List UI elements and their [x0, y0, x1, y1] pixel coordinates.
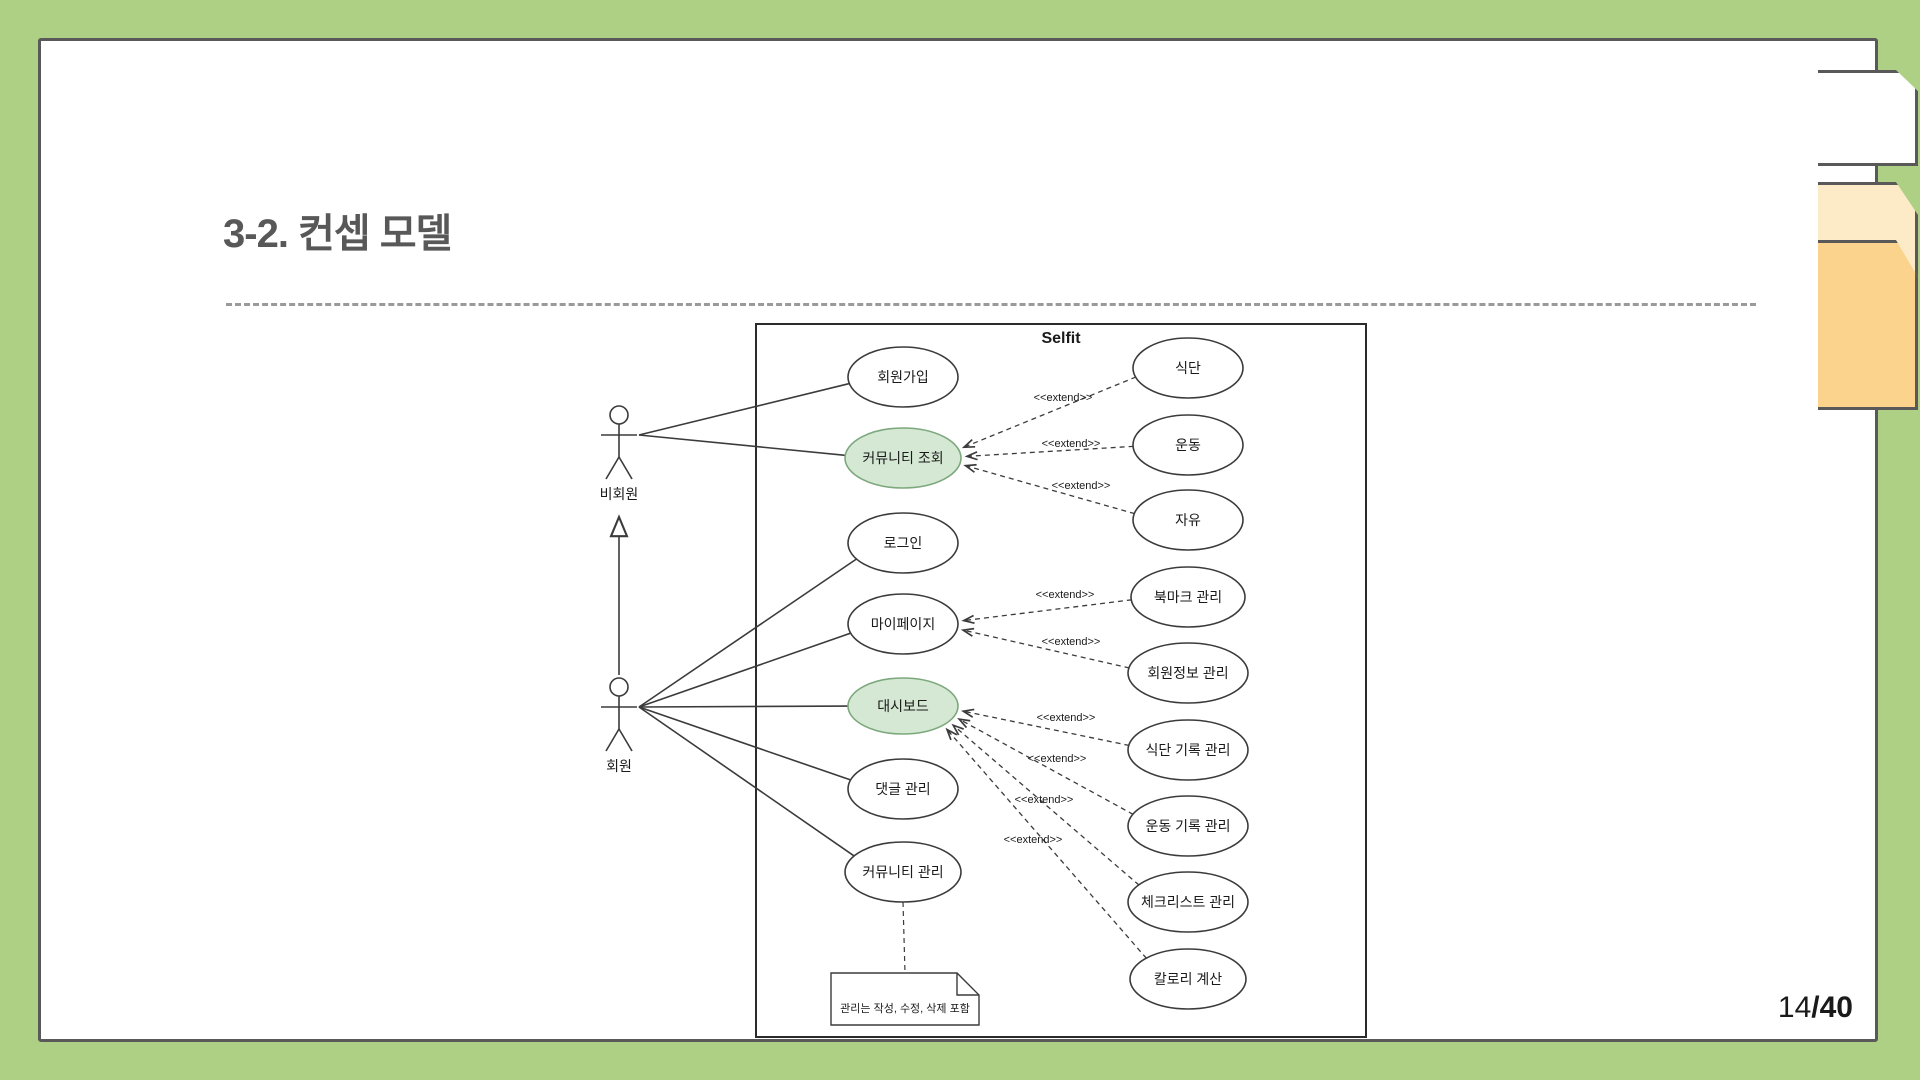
page-total: /40	[1811, 991, 1853, 1024]
use-case-exercise[interactable]: 운동	[1132, 414, 1244, 476]
extend-label: <<extend>>	[1052, 480, 1111, 492]
extend-checklist_mgmt-dashboard	[951, 723, 1140, 886]
extend-label: <<extend>>	[1028, 753, 1087, 765]
extend-exlog_mgmt-dashboard	[957, 718, 1134, 816]
use-case-label: 운동 기록 관리	[1145, 818, 1230, 834]
extend-label: <<extend>>	[1004, 834, 1063, 846]
use-case-checklist_mgmt[interactable]: 체크리스트 관리	[1127, 871, 1249, 933]
use-case-label: 대시보드	[877, 698, 929, 714]
use-case-community_mgmt[interactable]: 커뮤니티 관리	[844, 841, 962, 903]
folder-tab-white[interactable]	[1818, 70, 1918, 166]
association-member-comment_mgmt	[638, 706, 852, 782]
use-case-label: 자유	[1175, 512, 1201, 528]
use-case-label: 칼로리 계산	[1154, 971, 1222, 987]
extend-dietlog_mgmt-dashboard	[960, 708, 1130, 747]
use-case-login[interactable]: 로그인	[847, 512, 959, 574]
extend-label: <<extend>>	[1042, 438, 1101, 450]
use-case-label: 식단	[1175, 360, 1201, 376]
association-member-dashboard	[638, 705, 850, 708]
association-nonmember-signup	[638, 382, 851, 436]
use-case-label: 커뮤니티 조회	[862, 450, 943, 466]
extend-label: <<extend>>	[1034, 392, 1093, 404]
use-case-label: 운동	[1175, 437, 1201, 453]
use-case-label: 식단 기록 관리	[1145, 742, 1230, 758]
use-case-label: 마이페이지	[871, 616, 935, 632]
use-case-label: 커뮤니티 관리	[862, 864, 943, 880]
association-lines	[638, 382, 858, 858]
extend-calorie-dashboard	[945, 727, 1148, 959]
title-divider	[226, 303, 1756, 306]
use-case-comment_mgmt[interactable]: 댓글 관리	[847, 758, 959, 820]
extend-exercise-community_view	[964, 445, 1134, 461]
extend-free-community_view	[963, 463, 1135, 515]
note-fold	[956, 973, 979, 996]
note-connector	[902, 901, 906, 974]
page-current: 14	[1777, 991, 1812, 1024]
use-case-dashboard[interactable]: 대시보드	[847, 677, 959, 735]
use-case-label: 회원정보 관리	[1147, 665, 1228, 681]
association-nonmember-community_view	[638, 434, 847, 457]
note-node: 관리는 작성, 수정, 삭제 포함	[830, 901, 980, 1026]
use-case-exlog_mgmt[interactable]: 운동 기록 관리	[1127, 795, 1249, 857]
use-case-free[interactable]: 자유	[1132, 489, 1244, 551]
use-case-memberinfo[interactable]: 회원정보 관리	[1127, 642, 1249, 704]
use-case-community_view[interactable]: 커뮤니티 조회	[844, 427, 962, 489]
page-title: 3-2. 컨셉 모델	[223, 212, 452, 256]
association-member-mypage	[638, 632, 852, 708]
extend-diet-community_view	[961, 376, 1137, 449]
note-text: 관리는 작성, 수정, 삭제 포함	[840, 1002, 970, 1015]
extend-label: <<extend>>	[1042, 636, 1101, 648]
association-member-community_mgmt	[638, 706, 856, 858]
use-case-label: 로그인	[884, 535, 923, 551]
extend-label: <<extend>>	[1015, 794, 1074, 806]
extend-lines	[945, 376, 1148, 959]
use-case-label: 회원가입	[877, 369, 929, 385]
extend-bookmark_mgmt-mypage	[961, 599, 1132, 625]
extend-label: <<extend>>	[1037, 712, 1096, 724]
use-case-dietlog_mgmt[interactable]: 식단 기록 관리	[1127, 719, 1249, 781]
actor-nonmember[interactable]: 비회원	[600, 405, 639, 502]
actor-member[interactable]: 회원	[601, 677, 637, 774]
use-case-mypage[interactable]: 마이페이지	[847, 593, 959, 655]
use-case-bookmark_mgmt[interactable]: 북마크 관리	[1130, 566, 1246, 628]
svg-text:Selfit: Selfit	[1041, 330, 1081, 347]
system-boundary: Selfit	[755, 323, 1367, 1038]
use-case-calorie[interactable]: 칼로리 계산	[1129, 948, 1247, 1010]
actor-label: 비회원	[600, 486, 639, 502]
note-body	[830, 972, 980, 1026]
use-case-diet[interactable]: 식단	[1132, 337, 1244, 399]
extend-label: <<extend>>	[1036, 589, 1095, 601]
folder-tab-orange[interactable]	[1818, 240, 1918, 410]
use-case-label: 체크리스트 관리	[1141, 894, 1235, 910]
association-member-login	[638, 557, 858, 708]
extend-labels: <<extend>> <<extend>> <<extend>> <<extend>>…	[1004, 392, 1111, 846]
actor-label: 회원	[606, 758, 632, 774]
page-number: 14/40	[1778, 991, 1853, 1025]
use-case-label: 북마크 관리	[1154, 589, 1222, 605]
use-case-label: 댓글 관리	[875, 781, 930, 797]
use-case-signup[interactable]: 회원가입	[847, 346, 959, 408]
extend-memberinfo-mypage	[960, 627, 1130, 669]
